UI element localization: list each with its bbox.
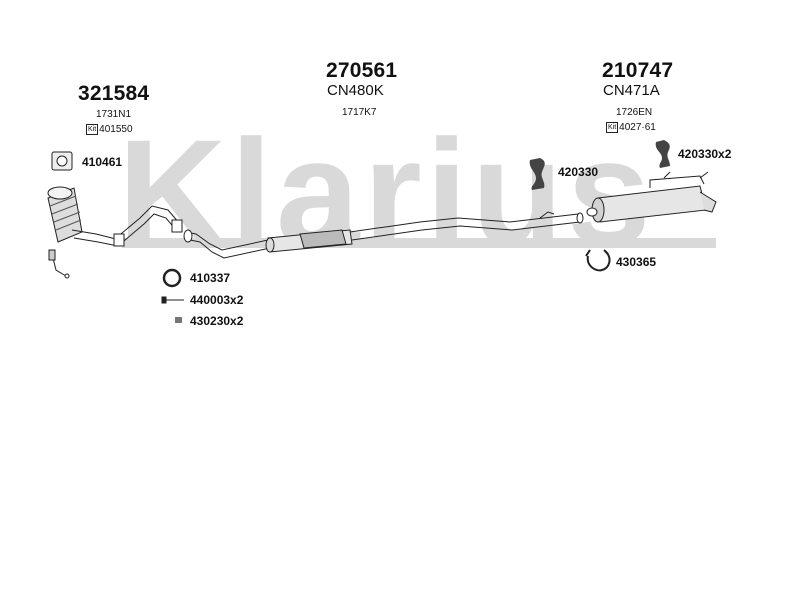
bolt-icon [161, 296, 184, 304]
kit-box-icon: Kit [86, 124, 99, 135]
kit-box-icon: Kit [606, 122, 619, 133]
part-number-270561: 270561 [326, 59, 398, 82]
centre-silencer [265, 229, 353, 253]
rubber-hanger-icon [655, 140, 670, 168]
kit-number: 401550 [99, 124, 133, 135]
rear-silencer [586, 175, 717, 223]
fitting-label: 420330x2 [678, 147, 732, 161]
hanger-rods [539, 171, 709, 219]
exhaust-parts [47, 171, 717, 279]
fitting-label: 430230x2 [190, 314, 244, 328]
watermark-underline [122, 238, 716, 248]
nut-icon [175, 317, 182, 323]
fitting-label: 410461 [82, 155, 123, 169]
watermark-text: Klarius [118, 108, 655, 276]
ring-icon [162, 268, 182, 288]
fitting-label: 430365 [616, 255, 657, 269]
fitting-label: 420330 [558, 165, 599, 179]
oxygen-sensor-icon [48, 249, 70, 279]
front-pipe [113, 205, 183, 247]
kit-number: 4027·61 [619, 122, 656, 133]
rubber-hanger-icon [529, 158, 545, 190]
tail-pipe [349, 212, 584, 241]
fitting-label: 440003x2 [190, 293, 244, 307]
ref-code: 1731N1 [96, 109, 132, 120]
ref-code: 1726EN [616, 107, 653, 118]
part-number-321584: 321584 [78, 82, 150, 105]
gasket-ring-icon [51, 151, 73, 171]
intermediate-pipe [183, 229, 271, 259]
kit-reference: Kit 4027·61 [606, 122, 656, 133]
part-code: CN480K [327, 82, 384, 99]
kit-reference: Kit 401550 [86, 124, 133, 135]
ref-code: 1717K7 [342, 107, 377, 118]
catalytic-converter [47, 186, 121, 247]
fitting-label: 410337 [190, 271, 231, 285]
part-number-210747: 210747 [602, 59, 674, 82]
clamp-icon [585, 249, 611, 272]
part-code: CN471A [603, 82, 660, 99]
